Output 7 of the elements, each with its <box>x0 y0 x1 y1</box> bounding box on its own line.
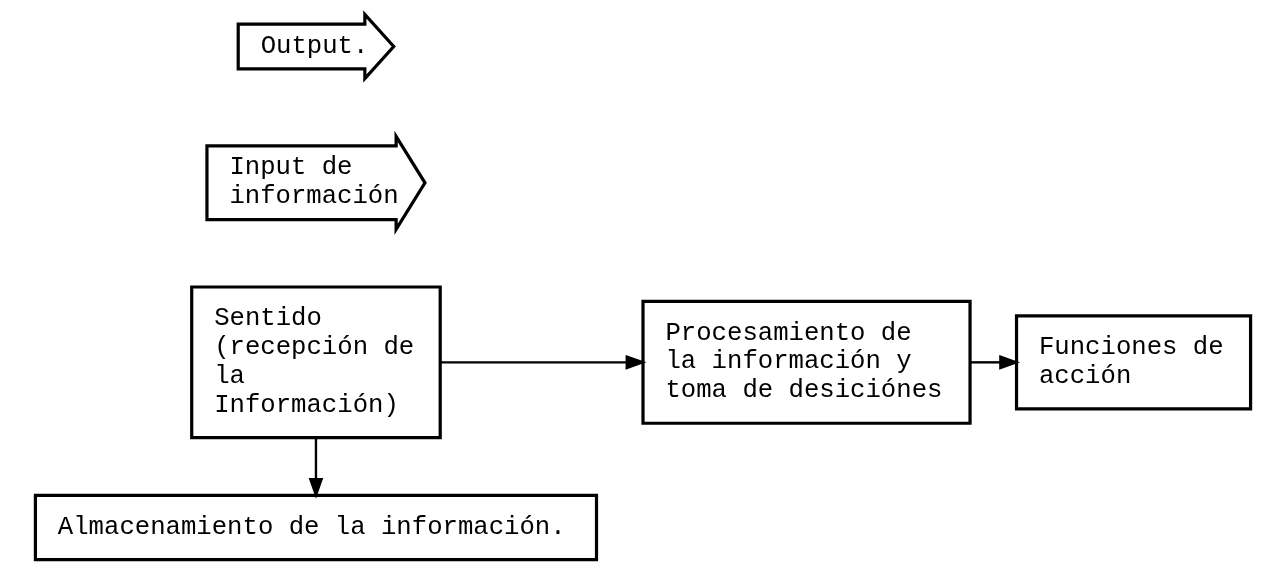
arrow <box>440 355 647 370</box>
node-box: Almacenamiento de la información. <box>33 493 599 562</box>
node-box: Funciones de acción <box>1014 314 1253 411</box>
node-box: Sentido (recepción de la Información) <box>190 285 442 440</box>
arrow <box>308 438 324 499</box>
arrow <box>970 355 1021 370</box>
node-box: Procesamiento de la información y toma de desiciónes <box>641 299 972 425</box>
